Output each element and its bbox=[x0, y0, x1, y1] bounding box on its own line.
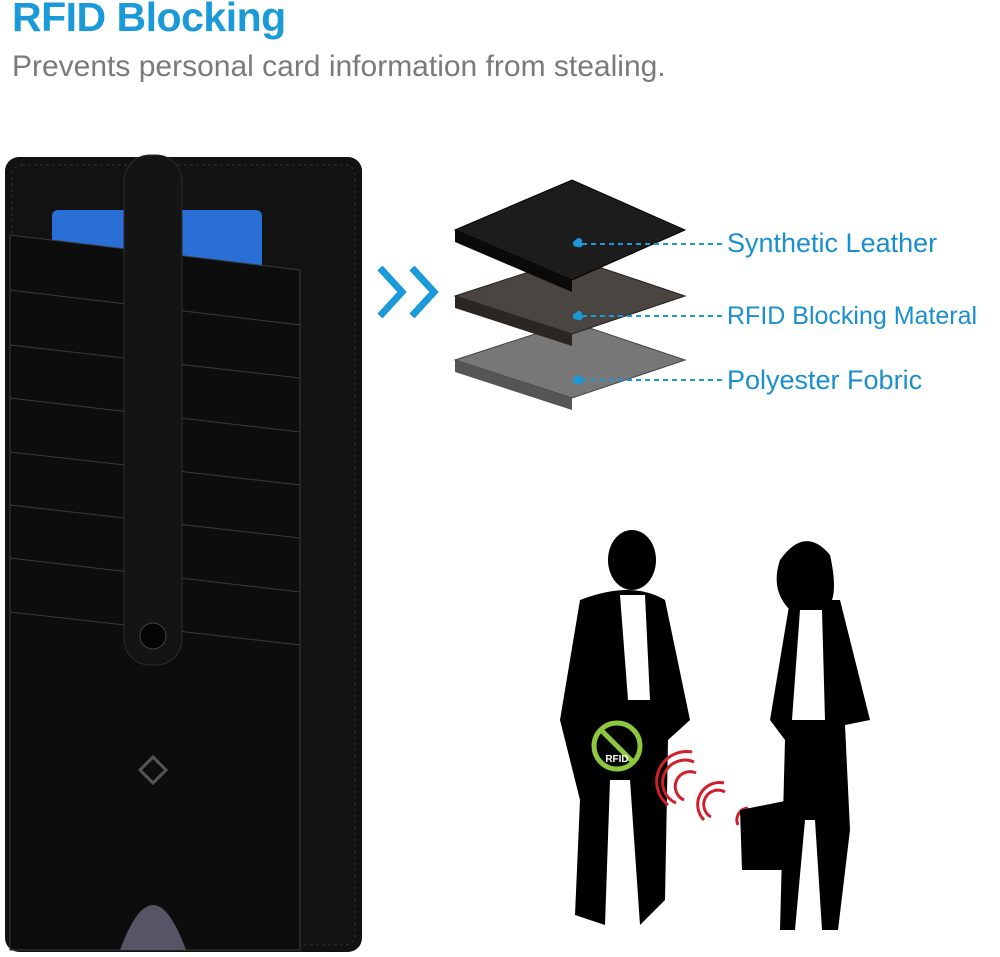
rfid-blocked-badge: RFID bbox=[591, 720, 643, 772]
layer-label-synthetic-leather: Synthetic Leather bbox=[727, 228, 938, 258]
signal-waves-icon bbox=[655, 750, 749, 826]
layer-label-rfid-blocking: RFID Blocking Materal bbox=[727, 302, 978, 330]
brand-logo-icon bbox=[137, 754, 169, 786]
material-layers bbox=[453, 179, 722, 410]
page-subtitle: Prevents personal card information from … bbox=[12, 50, 666, 83]
woman-silhouette bbox=[740, 541, 870, 930]
wallet-image bbox=[5, 154, 362, 952]
page-title: RFID Blocking bbox=[12, 0, 286, 40]
layer-label-polyester: Polyester Fobric bbox=[727, 365, 923, 395]
svg-text:RFID: RFID bbox=[605, 754, 628, 765]
man-silhouette bbox=[560, 530, 690, 925]
double-chevron-icon bbox=[377, 265, 439, 319]
